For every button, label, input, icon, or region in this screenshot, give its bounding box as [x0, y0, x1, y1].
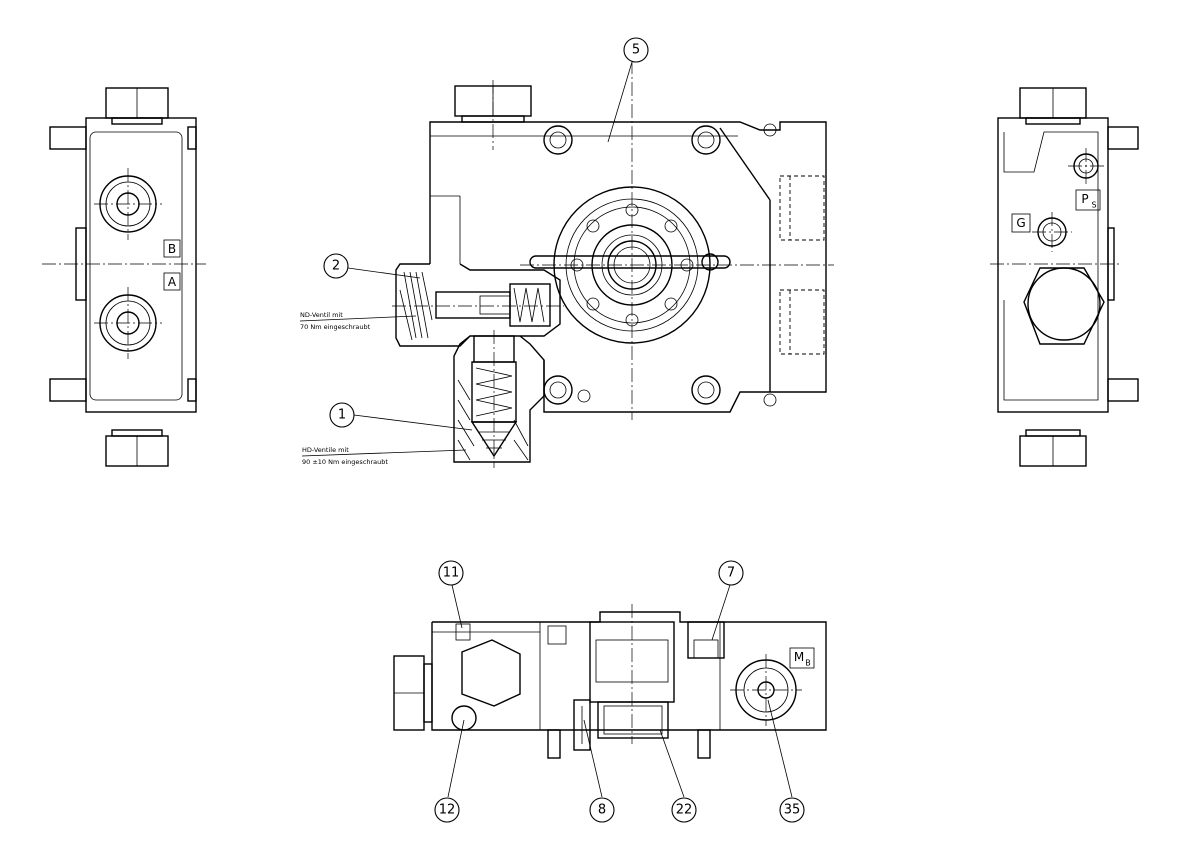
port-label-ps-sub: S	[1091, 201, 1096, 210]
part-callout-1: 1	[329, 402, 355, 428]
part-number-7: 7	[727, 566, 735, 581]
part-callout-5: 5	[623, 37, 649, 63]
port-label-g: G	[1016, 216, 1025, 230]
front-view	[392, 60, 834, 468]
left-side-view: B A	[42, 87, 206, 467]
port-label-a: A	[168, 275, 177, 289]
part-number-22: 22	[676, 803, 693, 818]
hd-valve-note: HD-Ventile mit 90 ±10 Nm eingeschraubt	[302, 446, 388, 466]
hd-note-line1: HD-Ventile mit	[302, 446, 349, 454]
part-number-5: 5	[632, 43, 640, 58]
part-number-8: 8	[598, 803, 606, 818]
part-number-2: 2	[332, 259, 340, 274]
bottom-view: M B	[393, 604, 827, 759]
part-number-12: 12	[439, 803, 456, 818]
nd-note-line2: 70 Nm eingeschraubt	[300, 323, 371, 331]
leader-lines	[299, 61, 793, 798]
part-callout-7: 7	[718, 560, 744, 586]
part-callout-8: 8	[589, 797, 615, 823]
port-label-mb: M	[794, 650, 804, 664]
nd-note-line1: ND-Ventil mit	[300, 311, 343, 319]
part-callout-35: 35	[779, 797, 805, 823]
part-callout-12: 12	[434, 797, 460, 823]
part-number-1: 1	[338, 408, 346, 423]
part-callout-2: 2	[323, 253, 349, 279]
part-callout-11: 11	[438, 560, 464, 586]
hd-note-line2: 90 ±10 Nm eingeschraubt	[302, 458, 388, 466]
port-label-b: B	[168, 242, 176, 256]
nd-valve-note: ND-Ventil mit 70 Nm eingeschraubt	[300, 311, 371, 331]
part-number-11: 11	[443, 566, 460, 581]
part-number-35: 35	[784, 803, 801, 818]
port-label-ps: P	[1081, 192, 1088, 206]
port-label-mb-sub: B	[805, 659, 811, 668]
right-side-view: G P S	[990, 87, 1139, 467]
part-callout-22: 22	[671, 797, 697, 823]
